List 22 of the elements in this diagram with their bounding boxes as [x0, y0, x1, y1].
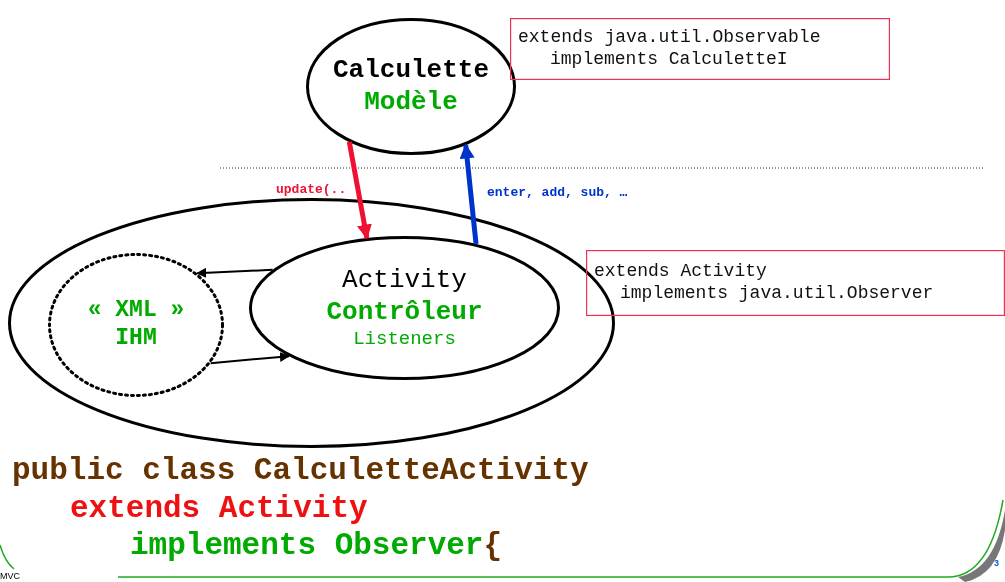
arrow: [346, 141, 372, 240]
node-text: Contrôleur: [326, 296, 483, 328]
node-title: « XML »: [87, 297, 185, 325]
code-line: public class CalculetteActivity: [12, 452, 589, 490]
node-text: extends java.util.Observable: [518, 27, 821, 49]
arrow: [459, 143, 479, 245]
node-text: extends Activity: [594, 261, 767, 283]
node-title: Activity: [342, 265, 467, 297]
arrow: [196, 267, 274, 278]
page-number: 3: [994, 558, 999, 569]
edge-label: enter, add, sub, …: [487, 185, 628, 200]
node-text: Modèle: [364, 86, 458, 118]
node-title: Calculette: [333, 55, 489, 87]
node-text: implements CalculetteI: [550, 49, 788, 71]
code-line: extends Activity: [70, 490, 368, 528]
edge-label: update(..: [276, 182, 347, 197]
code-line: implements Observer{: [130, 527, 503, 565]
node-text: Listeners: [353, 327, 456, 351]
node-text: IHM: [115, 325, 157, 353]
footer-text: MVC: [0, 571, 20, 582]
node-text: implements java.util.Observer: [620, 283, 934, 305]
arrow: [209, 352, 290, 365]
